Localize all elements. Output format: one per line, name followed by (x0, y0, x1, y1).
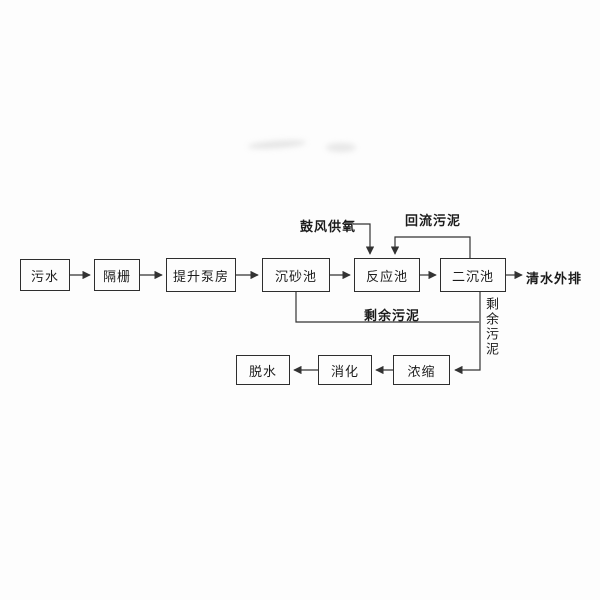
node-dewatering: 脱水 (236, 355, 290, 385)
label-excess-sludge: 剩余污泥 (364, 308, 421, 323)
arrow-return-sludge (390, 236, 471, 258)
arrow-excess-sludge-to-thickener (454, 292, 481, 375)
arrow-aeration-to-reactor (353, 223, 375, 255)
node-lift-pump-station: 提升泵房 (166, 258, 236, 292)
label-effluent-discharge: 清水外排 (526, 271, 583, 286)
scan-artifact (326, 143, 356, 152)
node-digester: 消化 (318, 355, 372, 385)
label-blast-air-oxygen: 鼓风供氧 (300, 219, 357, 234)
label-return-sludge: 回流污泥 (405, 213, 462, 228)
node-grit-chamber: 沉砂池 (262, 258, 330, 292)
node-influent: 污水 (20, 259, 70, 291)
node-reaction-tank: 反应池 (354, 258, 420, 292)
node-bar-screen: 隔栅 (94, 259, 140, 291)
node-thickener: 浓缩 (393, 355, 450, 385)
label-excess-sludge-vertical: 剩余污泥 (484, 297, 499, 357)
line-excess-sludge-horizontal (295, 292, 479, 323)
node-secondary-clarifier: 二沉池 (440, 258, 506, 292)
